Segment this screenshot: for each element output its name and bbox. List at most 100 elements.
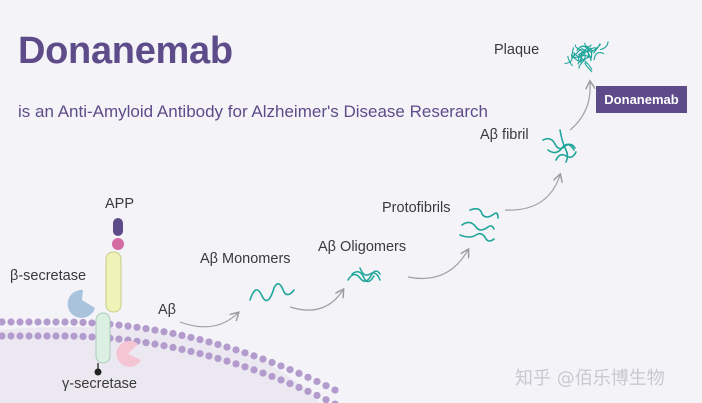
membrane-bead <box>286 380 294 388</box>
membrane-bead <box>277 362 285 370</box>
membrane-bead <box>79 332 87 341</box>
arrow-monomers-to-oligomers <box>289 290 343 311</box>
membrane-bead <box>277 376 285 384</box>
arrow-abeta-to-monomers <box>179 313 238 328</box>
membrane-bead <box>214 354 222 363</box>
membrane-bead <box>16 332 24 340</box>
membrane-bead <box>259 369 267 377</box>
membrane-bead <box>151 340 159 348</box>
membrane-bead <box>331 386 339 394</box>
plaque-strand <box>584 60 593 70</box>
membrane-bead <box>178 345 186 353</box>
membrane-bead <box>286 366 294 374</box>
membrane-bead <box>250 366 258 374</box>
membrane-bead <box>295 369 303 378</box>
membrane-bead <box>223 357 231 365</box>
membrane-bead <box>313 391 321 400</box>
membrane-bead <box>142 325 150 333</box>
membrane-bead <box>133 323 141 331</box>
page-subtitle: is an Anti-Amyloid Antibody for Alzheime… <box>18 102 489 121</box>
membrane-bead <box>313 377 321 386</box>
label-protofibrils: Protofibrils <box>382 200 451 216</box>
membrane-bead <box>43 318 51 326</box>
membrane-bead <box>115 335 123 343</box>
label-fibril: Aβ fibril <box>480 127 529 143</box>
membrane-bead <box>0 318 6 326</box>
membrane-bead <box>322 382 330 390</box>
membrane-bead <box>115 321 123 329</box>
plaque-strand <box>571 47 575 59</box>
membrane-bead <box>7 332 15 340</box>
membrane-bead <box>25 332 33 340</box>
membrane-bead <box>52 318 60 326</box>
plaque-strand <box>564 54 573 65</box>
membrane-bead <box>16 318 24 326</box>
membrane-bead <box>7 318 15 326</box>
protofibril-glyph <box>459 207 499 242</box>
membrane-bead <box>232 346 240 354</box>
membrane-bead <box>331 400 339 403</box>
membrane-bead <box>34 332 42 340</box>
membrane-bead <box>241 349 249 357</box>
arrow-protofibrils-to-fibril <box>504 175 560 211</box>
membrane-bead <box>169 343 177 352</box>
membrane-bead <box>241 363 249 371</box>
membrane-bead <box>79 318 87 327</box>
membrane-bead <box>178 331 186 339</box>
membrane-bead <box>61 318 69 326</box>
membrane-bead <box>142 339 150 347</box>
plaque-strand <box>579 55 592 62</box>
membrane-bead <box>205 352 213 360</box>
plaque-strand <box>577 53 583 65</box>
membrane-bead <box>25 318 33 326</box>
page-title: Donanemab <box>18 30 233 72</box>
membrane-bead <box>61 332 69 340</box>
membrane-bead <box>187 347 195 356</box>
arrow-oligomers-to-protofibrils <box>407 250 468 280</box>
membrane-bead <box>0 332 6 340</box>
membrane-bead <box>196 350 204 358</box>
membrane-bead <box>304 373 312 381</box>
label-plaque: Plaque <box>494 42 540 58</box>
membrane-bead <box>232 360 240 368</box>
label-abeta: Aβ <box>158 302 177 318</box>
membrane-bead <box>151 326 159 334</box>
membrane-bead <box>196 336 204 344</box>
watermark: 知乎 @佰乐博生物 <box>515 368 665 389</box>
label-beta-secretase: β-secretase <box>10 268 87 284</box>
membrane-bead <box>268 372 276 381</box>
membrane-bead <box>223 343 231 351</box>
plaque-strand <box>567 55 573 67</box>
monomer-glyph <box>249 283 295 302</box>
plaque-strand <box>584 62 593 73</box>
membrane-bead <box>295 383 303 392</box>
membrane-bead <box>34 318 42 326</box>
plaque-strand <box>586 49 592 61</box>
membrane-bead <box>124 322 132 330</box>
app-protein <box>94 218 124 376</box>
plaque-strand <box>593 43 601 54</box>
membrane-bead <box>160 342 168 350</box>
plaque-strand <box>578 58 586 69</box>
membrane-bead <box>205 338 213 346</box>
label-app: APP <box>105 196 135 212</box>
plaque-strand <box>572 48 582 58</box>
cell-interior <box>0 327 320 403</box>
oligomer-glyph <box>347 267 381 283</box>
membrane-bead <box>88 319 96 327</box>
membrane-bead <box>250 352 258 360</box>
label-oligomers: Aβ Oligomers <box>318 239 407 255</box>
membrane-bead <box>70 318 78 326</box>
membrane-bead <box>169 329 177 338</box>
plaque-glyph <box>564 41 609 73</box>
label-monomers: Aβ Monomers <box>200 251 291 267</box>
arrow-fibril-to-plaque <box>569 82 590 131</box>
membrane-bead <box>160 328 168 336</box>
plaque-strand <box>579 45 592 53</box>
membrane-bead <box>88 333 96 341</box>
membrane-bead <box>187 333 195 342</box>
membrane-bead <box>214 340 222 349</box>
donanemab-badge: Donanemab <box>596 86 687 113</box>
membrane-bead <box>52 332 60 340</box>
